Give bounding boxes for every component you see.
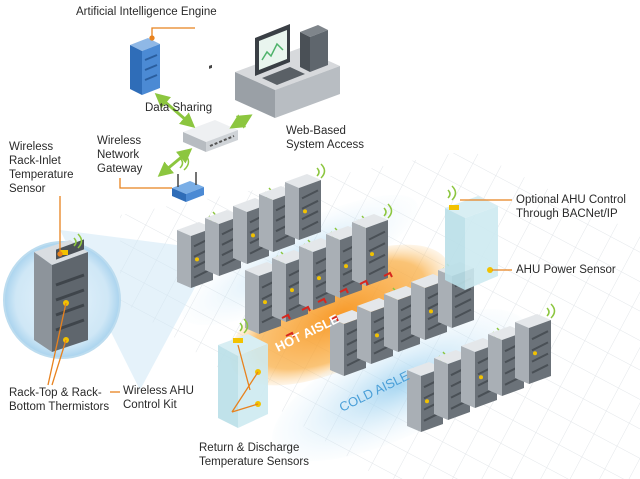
ahu-unit-left [218,318,268,428]
data-flow-arrows [154,93,253,177]
web-access-computer-icon [235,24,340,118]
server-rack [233,187,274,264]
label-gateway: Wireless Network Gateway [97,135,143,175]
label-data-sharing: Data Sharing [145,102,213,114]
thermistor-marker [359,279,369,286]
label-web-access: Web-Based System Access [286,125,364,151]
leader-lines [47,27,512,413]
ahu-unit-right [445,185,498,290]
thermistor-marker [383,271,393,278]
label-ahu-control: Optional AHU Control Through BACNet/IP [516,194,626,220]
thermistor-marker [339,287,349,294]
label-return-discharge: Return & Discharge Temperature Sensors [199,442,309,468]
server-rack [352,203,393,286]
label-rack-inlet: Wireless Rack-Inlet Temperature Sensor [9,141,74,195]
server-rack [515,303,556,384]
thermistor-marker [301,305,311,312]
label-ahu-kit: Wireless AHU Control Kit [123,385,194,411]
thermistor-marker [281,313,291,320]
server-racks [177,163,556,432]
label-thermistors: Rack-Top & Rack- Bottom Thermistors [9,387,110,413]
ai-engine-server-icon [130,38,160,95]
label-ai-engine: Artificial Intelligence Engine [76,6,217,18]
server-rack [285,163,326,240]
network-switch-icon [183,64,238,152]
thermistor-marker [285,331,295,338]
label-ahu-power: AHU Power Sensor [516,264,616,276]
thermistor-marker [317,297,327,304]
thermistor-marker [329,315,339,322]
